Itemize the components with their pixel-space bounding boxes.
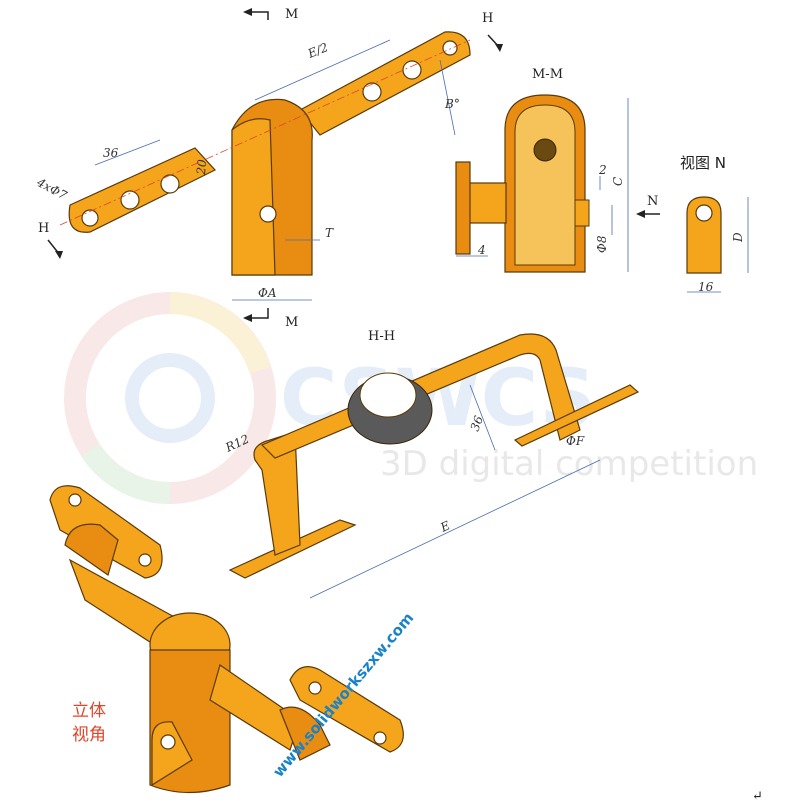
dim-2: 2 <box>598 163 607 177</box>
dim-holes: 4xΦ7 <box>34 175 70 203</box>
left-arm <box>68 147 216 233</box>
dim-e-half: E/2 <box>305 40 330 61</box>
view-title-mm: M-M <box>532 67 563 82</box>
dim-c: C <box>611 177 625 186</box>
corner-mark: ↵ <box>752 789 763 804</box>
watermark-logo-icon <box>64 292 276 505</box>
section-arrow-n <box>636 210 660 218</box>
section-label-m-bottom: M <box>285 315 298 330</box>
view-title-hh: H-H <box>368 329 395 344</box>
view-title-iso-line2: 视角 <box>72 725 106 745</box>
section-arrow-m-bottom <box>243 308 269 322</box>
view-n <box>686 196 749 293</box>
dim-d: D <box>731 232 745 243</box>
dim-t: T <box>325 226 334 240</box>
dim-20: 20 <box>194 158 209 176</box>
dim-b-angle: B° <box>444 97 460 111</box>
mm-flange <box>455 161 471 255</box>
left-arm-hole-1 <box>81 209 99 227</box>
section-label-m-top: M <box>285 7 298 22</box>
view-n-hole <box>695 204 713 222</box>
right-arm-hole-1 <box>442 40 458 56</box>
mm-flange-stem <box>467 182 507 224</box>
dim-phi-a: ΦA <box>258 286 277 300</box>
watermark-tagline: 3D digital competition <box>380 444 758 484</box>
dim-e: E <box>437 518 452 535</box>
view-title-iso-line1: 立体 <box>72 701 106 721</box>
hh-right-foot <box>513 384 640 447</box>
hh-left-leg <box>253 431 301 556</box>
section-label-h-top: H <box>482 11 493 26</box>
hh-section-view <box>228 333 640 599</box>
center-tube-front <box>231 118 276 276</box>
section-arrow-m-top <box>243 8 269 20</box>
dim-phi8: Φ8 <box>595 235 609 253</box>
top-isometric-view <box>59 31 471 301</box>
right-arm-hole-3 <box>362 82 382 102</box>
view-n-tab <box>686 196 722 274</box>
iso-upper-pipe <box>64 523 119 576</box>
hh-left-foot <box>228 519 357 579</box>
dim-phi-f: ΦF <box>566 434 585 448</box>
dim-4: 4 <box>477 243 486 257</box>
dim-36-hh: 36 <box>468 414 487 433</box>
right-arm-hole-2 <box>402 60 422 80</box>
mm-section-view <box>455 94 629 273</box>
section-arrow-h-left <box>47 239 63 259</box>
iso-pipe-right <box>209 664 301 751</box>
watermark-url: www.solidworkszxw.com <box>269 609 417 781</box>
dim-36-top: 36 <box>103 146 119 160</box>
section-label-n: N <box>647 194 658 209</box>
view-title-n: 视图 N <box>680 154 726 172</box>
right-arm <box>299 31 471 136</box>
left-arm-hole-3 <box>160 174 180 194</box>
iso-3d-view <box>49 485 404 794</box>
center-tube-hole <box>259 205 277 223</box>
dim-16: 16 <box>698 280 714 294</box>
iso-pipe-bend <box>279 706 331 761</box>
section-arrow-h-top <box>487 34 503 52</box>
section-label-h-left: H <box>38 221 49 236</box>
